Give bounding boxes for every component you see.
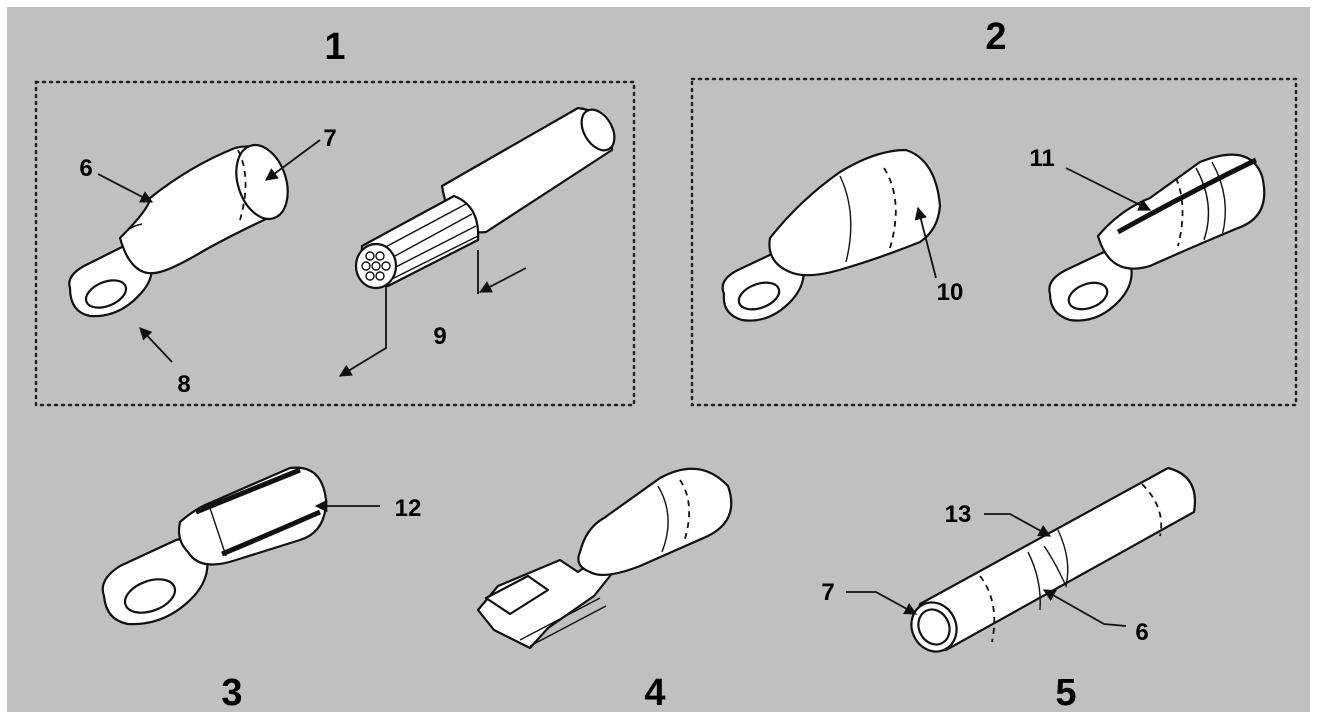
female-spade-connector-icon <box>476 467 733 650</box>
section-label-3: 3 <box>221 672 242 714</box>
callout-leaders <box>97 139 1152 627</box>
callout-9: 9 <box>433 323 446 350</box>
ring-terminal-crimped-icon <box>721 148 942 322</box>
callout-11: 11 <box>1029 145 1054 172</box>
group-box-1 <box>34 80 636 407</box>
callout-12: 12 <box>395 495 422 522</box>
section-label-2: 2 <box>985 16 1006 58</box>
section-label-4: 4 <box>644 672 665 714</box>
callout-13: 13 <box>945 501 972 528</box>
stripped-wire-icon <box>354 106 616 290</box>
callout-6-bottom: 6 <box>1135 619 1148 646</box>
ring-terminal-banded-icon <box>1048 153 1266 322</box>
diagram-background <box>7 7 1310 712</box>
callout-8: 8 <box>177 371 190 398</box>
callout-7-top: 7 <box>323 125 336 152</box>
callout-6-top: 6 <box>79 155 92 182</box>
ring-terminal-icon <box>68 144 289 318</box>
callout-7-bottom: 7 <box>821 579 834 606</box>
section-label-1: 1 <box>324 26 345 68</box>
butt-splice-icon <box>910 466 1197 653</box>
ring-terminal-insulated-icon <box>101 466 328 626</box>
callout-10: 10 <box>937 279 964 306</box>
section-label-5: 5 <box>1055 672 1076 714</box>
group-box-2 <box>690 77 1298 407</box>
